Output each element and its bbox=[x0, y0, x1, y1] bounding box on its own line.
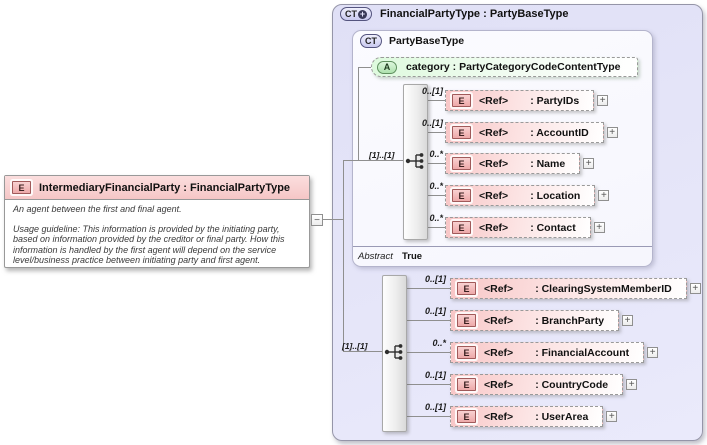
cardinality-countrycode: 0..[1] bbox=[424, 370, 446, 380]
connector-category bbox=[358, 67, 371, 68]
complex-type-icon: CT bbox=[360, 34, 382, 48]
connector-clearingsystemmemberid bbox=[407, 288, 450, 289]
element-icon: E bbox=[452, 189, 471, 202]
attribute-category-label: category : PartyCategoryCodeContentType bbox=[406, 61, 621, 73]
connector-partyids bbox=[428, 100, 445, 101]
cardinality-partyids: 0..[1] bbox=[421, 86, 443, 96]
abstract-label: Abstract bbox=[358, 251, 393, 262]
connector-seq2 bbox=[343, 351, 382, 352]
expand-icon[interactable]: + bbox=[626, 379, 638, 390]
cardinality-userarea: 0..[1] bbox=[424, 402, 446, 412]
expand-icon[interactable]: + bbox=[606, 127, 618, 138]
cardinality-financialaccount: 0..* bbox=[432, 338, 446, 348]
cardinality-location: 0..* bbox=[429, 181, 443, 191]
element-location[interactable]: E <Ref> : Location + bbox=[445, 185, 610, 206]
element-icon: E bbox=[457, 378, 476, 391]
expand-icon[interactable]: + bbox=[689, 283, 701, 294]
element-partyids[interactable]: E <Ref> : PartyIDs + bbox=[445, 90, 609, 111]
connector-financialaccount bbox=[407, 352, 450, 353]
cardinality-contact: 0..* bbox=[429, 213, 443, 223]
intermediary-financial-party-box[interactable]: E IntermediaryFinancialParty : Financial… bbox=[4, 175, 310, 268]
element-icon: E bbox=[452, 94, 471, 107]
expand-icon[interactable]: + bbox=[597, 95, 609, 106]
element-countrycode[interactable]: E <Ref> : CountryCode + bbox=[450, 374, 638, 395]
sequence-cardinality-extension: [1]..[1] bbox=[342, 341, 368, 351]
connector-userarea bbox=[407, 416, 450, 417]
element-contact[interactable]: E <Ref> : Contact + bbox=[445, 217, 605, 238]
expand-icon[interactable]: + bbox=[647, 347, 659, 358]
annotation-line: An agent between the first and final age… bbox=[13, 204, 182, 214]
cardinality-accountid: 0..[1] bbox=[421, 118, 443, 128]
attribute-icon: A bbox=[377, 60, 397, 74]
party-base-type-title: PartyBaseType bbox=[389, 35, 465, 47]
element-userarea[interactable]: E <Ref> : UserArea + bbox=[450, 406, 618, 427]
connector-contact bbox=[428, 227, 445, 228]
expand-icon[interactable]: + bbox=[622, 315, 634, 326]
connector-seq1 bbox=[343, 160, 403, 161]
abstract-separator bbox=[353, 246, 652, 247]
element-icon: E bbox=[12, 181, 31, 194]
expand-icon[interactable]: + bbox=[593, 222, 605, 233]
cardinality-clearingsystemmemberid: 0..[1] bbox=[424, 274, 446, 284]
abstract-value: True bbox=[402, 251, 423, 262]
financial-party-type-header: CT+ FinancialPartyType : PartyBaseType bbox=[340, 7, 569, 21]
connector-category-vertical bbox=[358, 67, 359, 160]
expand-icon[interactable]: + bbox=[583, 158, 595, 169]
element-icon: E bbox=[457, 282, 476, 295]
connector-location bbox=[428, 195, 445, 196]
complex-type-plus-icon: CT+ bbox=[340, 7, 372, 21]
intermediary-financial-party-header: E IntermediaryFinancialParty : Financial… bbox=[5, 176, 309, 200]
connector-trunk bbox=[343, 160, 344, 352]
element-icon: E bbox=[452, 126, 471, 139]
collapse-icon[interactable]: − bbox=[311, 214, 323, 226]
element-icon: E bbox=[452, 221, 471, 234]
financial-party-type-title: FinancialPartyType : PartyBaseType bbox=[380, 8, 569, 20]
cardinality-name: 0..* bbox=[429, 149, 443, 159]
expand-icon[interactable]: + bbox=[598, 190, 610, 201]
intermediary-financial-party-title: IntermediaryFinancialParty : FinancialPa… bbox=[39, 181, 291, 194]
element-icon: E bbox=[452, 157, 471, 170]
connector-accountid bbox=[428, 132, 445, 133]
element-icon: E bbox=[457, 410, 476, 423]
cardinality-branchparty: 0..[1] bbox=[424, 306, 446, 316]
connector-countrycode bbox=[407, 384, 450, 385]
sequence-cardinality-base: [1]..[1] bbox=[369, 150, 395, 160]
annotation-text: An agent between the first and final age… bbox=[5, 200, 309, 270]
element-branchparty[interactable]: E <Ref> : BranchParty + bbox=[450, 310, 634, 331]
connector-left-element bbox=[320, 219, 344, 220]
party-base-type-header: CT PartyBaseType bbox=[360, 34, 464, 48]
usage-guideline: Usage guideline: This information is pro… bbox=[13, 223, 285, 266]
element-financialaccount[interactable]: E <Ref> : FinancialAccount + bbox=[450, 342, 659, 363]
attribute-category[interactable]: A category : PartyCategoryCodeContentTyp… bbox=[371, 57, 638, 77]
sequence-icon bbox=[384, 344, 403, 360]
element-icon: E bbox=[457, 346, 476, 359]
element-accountid[interactable]: E <Ref> : AccountID + bbox=[445, 122, 618, 143]
connector-branchparty bbox=[407, 320, 450, 321]
element-name[interactable]: E <Ref> : Name + bbox=[445, 153, 595, 174]
sequence-icon bbox=[405, 153, 424, 169]
element-clearingsystemmemberid[interactable]: E <Ref> : ClearingSystemMemberID + bbox=[450, 278, 701, 299]
element-icon: E bbox=[457, 314, 476, 327]
connector-name bbox=[428, 163, 445, 164]
expand-icon[interactable]: + bbox=[606, 411, 618, 422]
